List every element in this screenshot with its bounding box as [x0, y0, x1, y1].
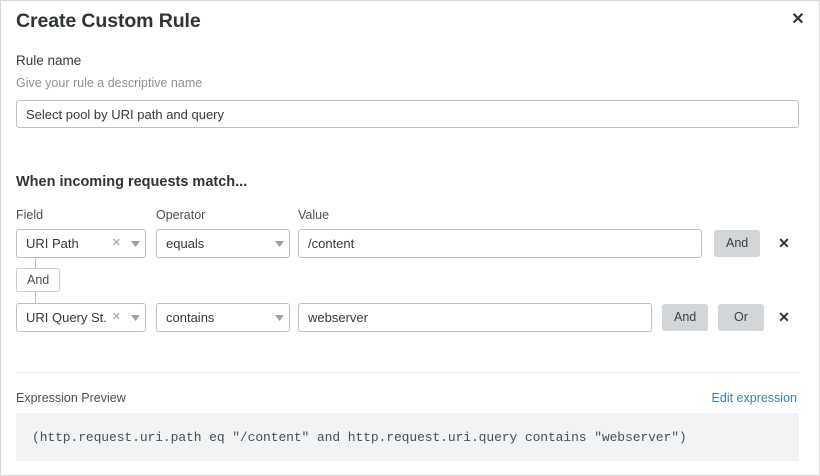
rule-name-label: Rule name	[16, 53, 82, 68]
edit-expression-link[interactable]: Edit expression	[711, 391, 797, 405]
connector-line-top	[35, 257, 36, 270]
expression-code: (http.request.uri.path eq "/content" and…	[32, 429, 687, 445]
operator-select-1-value: equals	[166, 236, 205, 251]
operator-select-2[interactable]: contains	[156, 303, 290, 332]
delete-row-icon-2[interactable]: ✕	[773, 306, 795, 328]
field-select-2[interactable]: URI Query St... ✕	[16, 303, 146, 332]
chevron-down-icon[interactable]	[125, 240, 145, 247]
connector-line-bottom	[35, 292, 36, 304]
operator-select-2-value: contains	[166, 310, 215, 325]
clear-icon[interactable]: ✕	[111, 311, 121, 323]
expression-preview-box: (http.request.uri.path eq "/content" and…	[16, 413, 799, 461]
close-icon[interactable]: ✕	[785, 7, 811, 33]
field-select-2-value: URI Query St...	[26, 310, 108, 325]
column-header-value: Value	[298, 208, 330, 222]
operator-select-1[interactable]: equals	[156, 229, 290, 258]
chevron-down-icon[interactable]	[125, 314, 145, 321]
value-input-1[interactable]	[298, 229, 702, 258]
column-header-field: Field	[16, 208, 44, 222]
rule-name-help-text: Give your rule a descriptive name	[16, 76, 203, 90]
clear-icon[interactable]: ✕	[111, 237, 121, 249]
connector-and-badge[interactable]: And	[16, 268, 61, 292]
condition-row: URI Path ✕ equals And ✕	[1, 229, 819, 259]
field-select-1[interactable]: URI Path ✕	[16, 229, 146, 258]
match-section-title: When incoming requests match...	[16, 174, 248, 190]
dialog-title: Create Custom Rule	[16, 10, 201, 32]
logic-and-button-2[interactable]: And	[662, 304, 709, 331]
logic-or-button-2[interactable]: Or	[718, 304, 764, 331]
column-header-operator: Operator	[156, 208, 206, 222]
expression-preview-label: Expression Preview	[16, 391, 126, 405]
rule-name-input[interactable]	[16, 100, 799, 128]
condition-row: URI Query St... ✕ contains And Or ✕	[1, 303, 819, 333]
value-input-2[interactable]	[298, 303, 652, 332]
section-divider	[16, 372, 799, 373]
field-select-1-value: URI Path	[26, 236, 79, 251]
chevron-down-icon[interactable]	[269, 240, 289, 247]
logic-and-button-1[interactable]: And	[714, 230, 761, 257]
chevron-down-icon[interactable]	[269, 314, 289, 321]
delete-row-icon-1[interactable]: ✕	[773, 232, 795, 254]
